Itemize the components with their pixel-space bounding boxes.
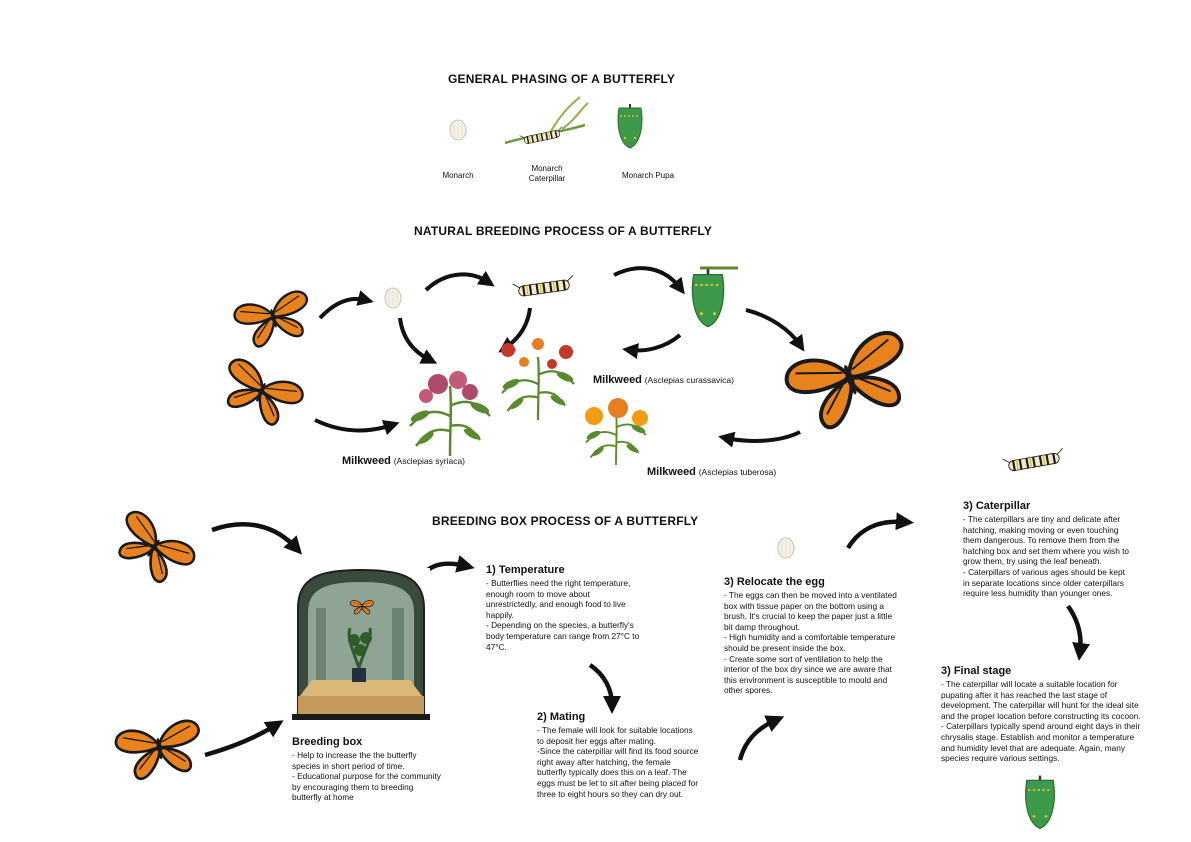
step-title: 2) Mating — [537, 711, 701, 724]
step-title: 3) Relocate the egg — [724, 576, 902, 589]
step-title: 3) Final stage — [941, 665, 1146, 678]
breeding-box-step: Breeding box - Help to increase the the … — [292, 736, 442, 803]
step-line: - Caterpillars of various ages should be… — [963, 567, 1131, 599]
relocate-egg-step: 3) Relocate the egg - The eggs can then … — [724, 576, 902, 696]
step-line: - Create some sort of ventilation to hel… — [724, 654, 902, 696]
egg-icon — [772, 534, 802, 564]
butterfly-icon-box-bottom — [115, 708, 205, 788]
step-title: Breeding box — [292, 736, 442, 749]
step-line: - The caterpillar will locate a suitable… — [941, 679, 1146, 721]
step-line: - Caterpillars typically spend around ei… — [941, 721, 1146, 763]
step-line: - The female will look for suitable loca… — [537, 725, 701, 746]
step-line: - The caterpillars are tiny and delicate… — [963, 514, 1131, 567]
butterfly-icon-box-top — [115, 508, 195, 583]
pupa-icon — [1020, 770, 1060, 832]
step-line: - The eggs can then be moved into a vent… — [724, 590, 902, 632]
temperature-step: 1) Temperature - Butterflies need the ri… — [486, 564, 642, 652]
step-line: - Educational purpose for the community … — [292, 771, 442, 803]
breeding-box-image — [292, 568, 430, 720]
step-title: 3) Caterpillar — [963, 500, 1131, 513]
step-line: - Depending on the species, a butterfly'… — [486, 620, 642, 652]
step-line: - Butterflies need the right temperature… — [486, 578, 642, 620]
step-line: - High humidity and a comfortable temper… — [724, 632, 902, 653]
step-title: 1) Temperature — [486, 564, 642, 577]
mating-step: 2) Mating - The female will look for sui… — [537, 711, 701, 799]
step-line: - Help to increase the the butterfly spe… — [292, 750, 442, 771]
final-stage-step: 3) Final stage - The caterpillar will lo… — [941, 665, 1146, 764]
step-line: -Since the caterpillar will find its foo… — [537, 746, 701, 799]
caterpillar-step: 3) Caterpillar - The caterpillars are ti… — [963, 500, 1131, 599]
caterpillar-icon — [990, 442, 1080, 482]
